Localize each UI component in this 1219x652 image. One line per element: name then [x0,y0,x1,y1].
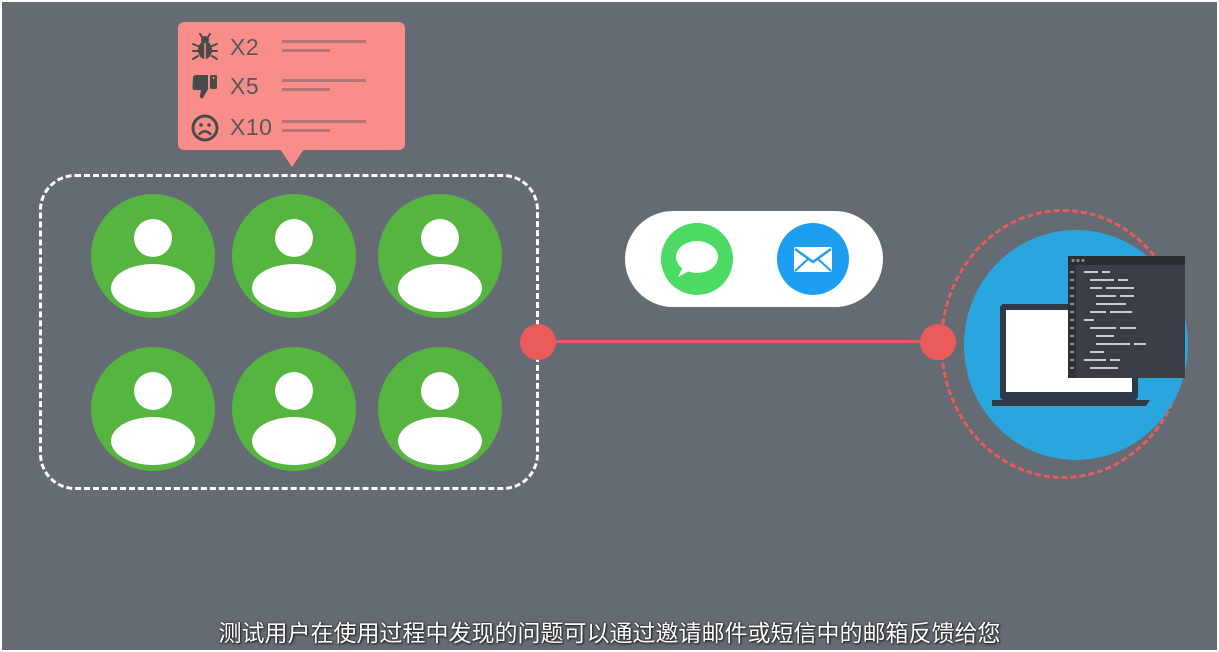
user-avatar-icon [91,194,215,318]
feedback-row-unhappy: X10 [190,110,395,144]
feedback-card-pointer [280,149,304,167]
user-avatar-icon [91,347,215,471]
user-avatar-icon [232,347,356,471]
subtitle-caption: 测试用户在使用过程中发现的问题可以通过邀请邮件或短信中的邮箱反馈给您 [0,614,1219,648]
bug-icon [190,33,220,63]
connector-line [538,340,938,343]
envelope-icon [777,223,849,295]
text-placeholder-line [282,120,366,123]
user-avatar-icon [378,194,502,318]
user-avatar-icon [378,347,502,471]
feedback-row-bugs: X2 [190,30,395,64]
sad-face-icon [190,113,220,143]
text-placeholder-line [282,49,330,52]
text-placeholder-line [282,88,330,91]
text-placeholder-line [282,129,330,132]
bug-count: X2 [230,34,259,61]
dislike-count: X5 [230,73,259,100]
message-bubble-icon [661,223,733,295]
connector-dot-left [520,324,556,360]
feedback-row-dislikes: X5 [190,69,395,103]
feedback-card: X2 X5 X10 [178,22,405,150]
feedback-channels-pill [625,211,883,307]
text-placeholder-line [282,79,366,82]
user-avatar-icon [232,194,356,318]
thumbs-down-icon [190,72,220,102]
laptop-code-window-icon [992,252,1187,412]
unhappy-count: X10 [230,114,272,141]
text-placeholder-line [282,40,366,43]
